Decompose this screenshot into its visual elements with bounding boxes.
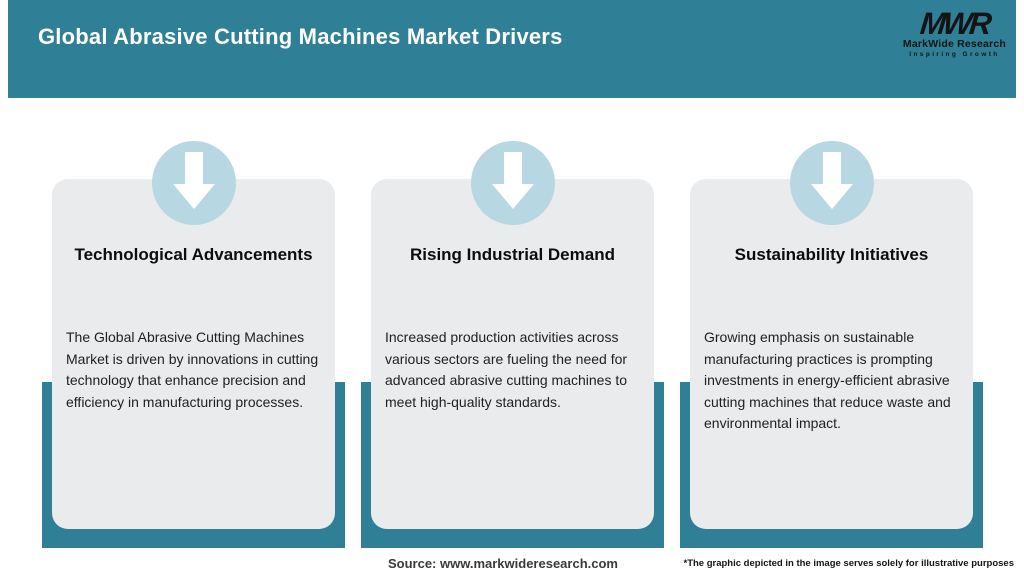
logo-tagline: Inspiring Growth — [909, 50, 1000, 58]
card-text: Growing emphasis on sustainable manufact… — [704, 329, 951, 431]
card-text: Increased production activities across v… — [385, 329, 628, 410]
arrow-down-icon — [789, 141, 874, 225]
card-title: Sustainability Initiatives — [734, 245, 929, 264]
arrow-down-icon — [470, 141, 555, 225]
page-title: Global Abrasive Cutting Machines Market … — [38, 24, 563, 49]
mwr-monogram-icon: MWR — [918, 6, 991, 41]
source-text: Source: www.markwideresearch.com — [387, 556, 618, 571]
markwide-logo: MWR MarkWide Research Inspiring Growth — [902, 6, 1006, 58]
card-title: Technological Advancements — [74, 245, 313, 264]
driver-card-technological-advancements: Technological Advancements The Global Ab… — [42, 141, 345, 548]
card-title: Rising Industrial Demand — [410, 245, 615, 264]
card-panel: Sustainability Initiatives Growing empha… — [690, 179, 973, 529]
card-panel: Rising Industrial Demand Increased produ… — [371, 179, 654, 529]
card-text: The Global Abrasive Cutting Machines Mar… — [66, 329, 319, 410]
arrow-down-icon — [151, 141, 236, 225]
driver-card-sustainability-initiatives: Sustainability Initiatives Growing empha… — [680, 141, 983, 548]
disclaimer-text: *The graphic depicted in the image serve… — [683, 558, 1015, 569]
header-bar: Global Abrasive Cutting Machines Market … — [8, 0, 1016, 98]
driver-card-rising-industrial-demand: Rising Industrial Demand Increased produ… — [361, 141, 664, 548]
logo-name: MarkWide Research — [902, 38, 1006, 50]
card-panel: Technological Advancements The Global Ab… — [52, 179, 335, 529]
